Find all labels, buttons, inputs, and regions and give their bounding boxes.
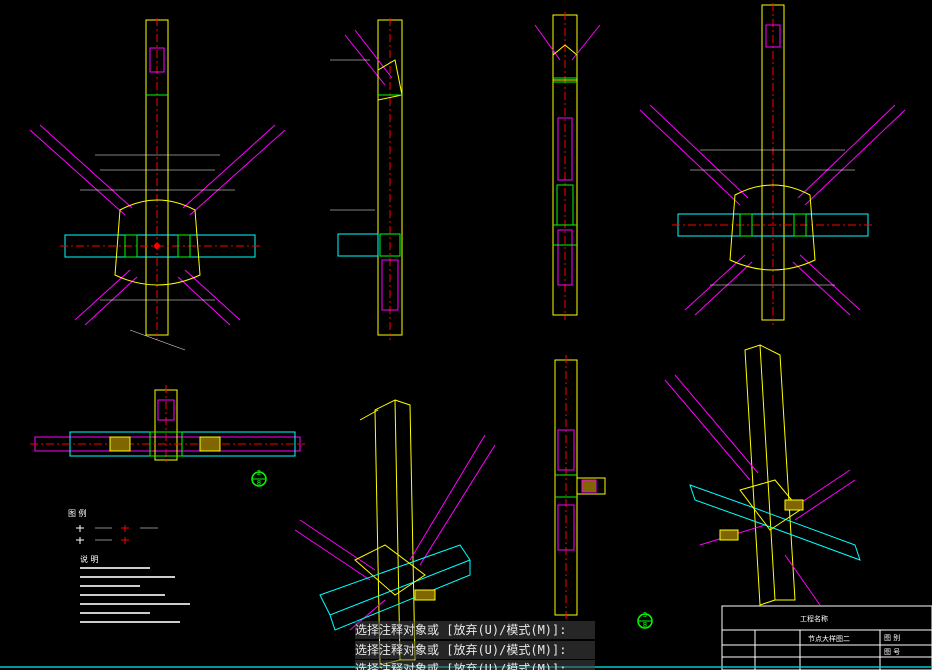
detail-marker-3[interactable] (637, 613, 653, 629)
node-detail-elevation-1 (330, 18, 403, 340)
detail-marker-2[interactable] (251, 471, 267, 487)
legend-title: 图 例 (68, 509, 87, 518)
title-block-project: 工程名称 (800, 615, 828, 623)
title-block-label-b: 图 别 (884, 634, 901, 642)
command-line-history-2: 选择注释对象或 [放弃(U)/模式(M)]: (355, 641, 595, 659)
command-line-prompt[interactable]: 选择注释对象或 [放弃(U)/模式(M)]: (355, 660, 595, 670)
detail-marker-3-sheet: 8 (642, 621, 648, 629)
title-block (721, 605, 932, 670)
notes-title: 说 明 (80, 555, 99, 564)
detail-marker-3-label: 3 (642, 611, 648, 619)
node-detail-column-section (554, 355, 606, 620)
detail-marker-2-label: 2 (256, 469, 262, 477)
title-block-drawing: 节点大样图二 (808, 635, 850, 643)
node-detail-plan-left (29, 18, 286, 351)
command-line-history-1: 选择注释对象或 [放弃(U)/模式(M)]: (355, 621, 595, 639)
title-block-label-a: 图 号 (884, 648, 901, 656)
node-detail-elevation-2 (534, 12, 601, 320)
legend-symbols (76, 525, 158, 544)
node-detail-beam-splice (30, 385, 305, 465)
node-detail-isometric-2 (664, 344, 861, 606)
notes-text-lines (80, 567, 190, 623)
node-detail-plan-right (639, 3, 906, 325)
detail-marker-2-sheet: 8 (256, 479, 262, 487)
